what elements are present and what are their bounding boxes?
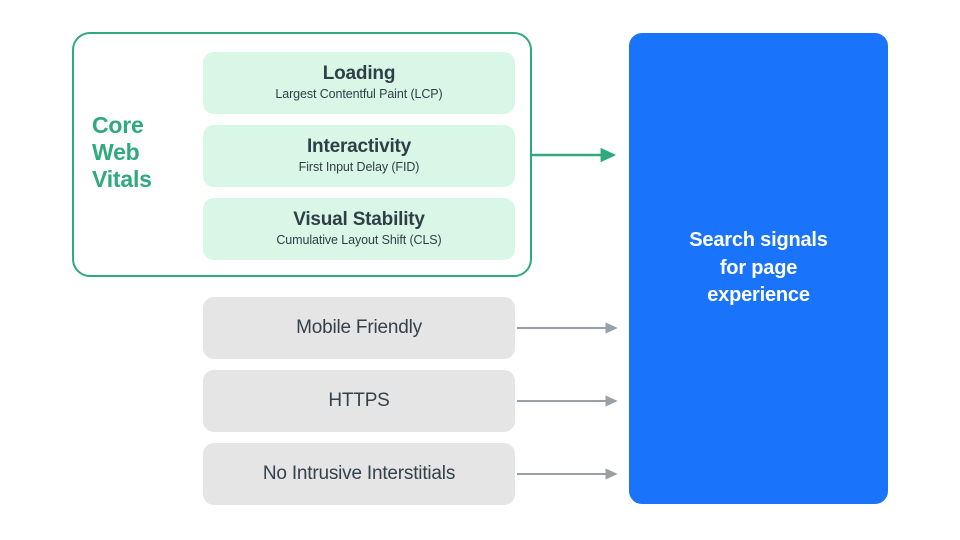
signal-box-no-intrusive-interstitials[interactable]: No Intrusive Interstitials bbox=[203, 443, 515, 505]
metric-card-interactivity[interactable]: Interactivity First Input Delay (FID) bbox=[203, 125, 515, 187]
search-signals-target-label: Search signals for page experience bbox=[689, 229, 828, 307]
metric-card-loading[interactable]: Loading Largest Contentful Paint (LCP) bbox=[203, 52, 515, 114]
signal-label: Mobile Friendly bbox=[296, 317, 422, 338]
core-web-vitals-group bbox=[72, 32, 532, 277]
metric-title: Loading bbox=[322, 62, 396, 84]
signal-label: HTTPS bbox=[328, 390, 390, 411]
signal-box-https[interactable]: HTTPS bbox=[203, 370, 515, 432]
signal-box-mobile-friendly[interactable]: Mobile Friendly bbox=[203, 297, 515, 359]
metric-card-visual-stability[interactable]: Visual Stability Cumulative Layout Shift… bbox=[203, 198, 515, 260]
metric-subtitle: First Input Delay (FID) bbox=[298, 160, 420, 175]
metric-subtitle: Largest Contentful Paint (LCP) bbox=[275, 87, 443, 102]
metric-title: Interactivity bbox=[306, 135, 412, 157]
core-web-vitals-group-label: Core Web Vitals bbox=[92, 112, 152, 193]
metric-subtitle: Cumulative Layout Shift (CLS) bbox=[276, 233, 442, 248]
signal-label: No Intrusive Interstitials bbox=[262, 463, 456, 484]
metric-title: Visual Stability bbox=[293, 208, 425, 230]
search-signals-target-box[interactable]: Search signals for page experience bbox=[629, 33, 888, 504]
